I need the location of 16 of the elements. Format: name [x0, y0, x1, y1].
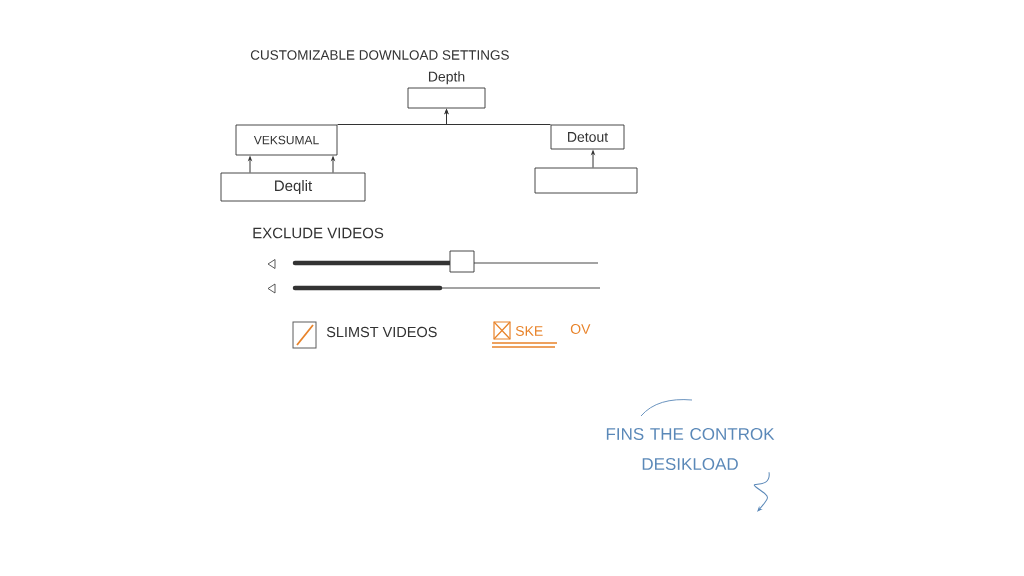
field-label: Depth	[428, 71, 465, 85]
empty-box	[534, 167, 638, 194]
option-box: Detout	[550, 124, 625, 150]
connector-arrow	[444, 109, 552, 126]
title: CUSTOMIZABLE DOWNLOAD SETTINGS	[250, 50, 509, 60]
handwritten-note: FINS THE CONTROK DESIKLOAD	[606, 428, 775, 471]
link-text: SKE	[515, 326, 543, 336]
note-text: OV	[570, 324, 591, 334]
curved-arrow	[753, 471, 770, 512]
section-heading: EXCLUDE VIDEOS	[253, 227, 384, 239]
connector-arrow	[248, 156, 252, 174]
connector-arrow	[331, 156, 335, 174]
option-box: Deqlit	[220, 172, 366, 202]
connector-arrow	[591, 150, 595, 169]
option-box: VEKSUMAL	[235, 124, 338, 156]
checkbox-label: SLIMST VIDEOS	[326, 326, 437, 338]
